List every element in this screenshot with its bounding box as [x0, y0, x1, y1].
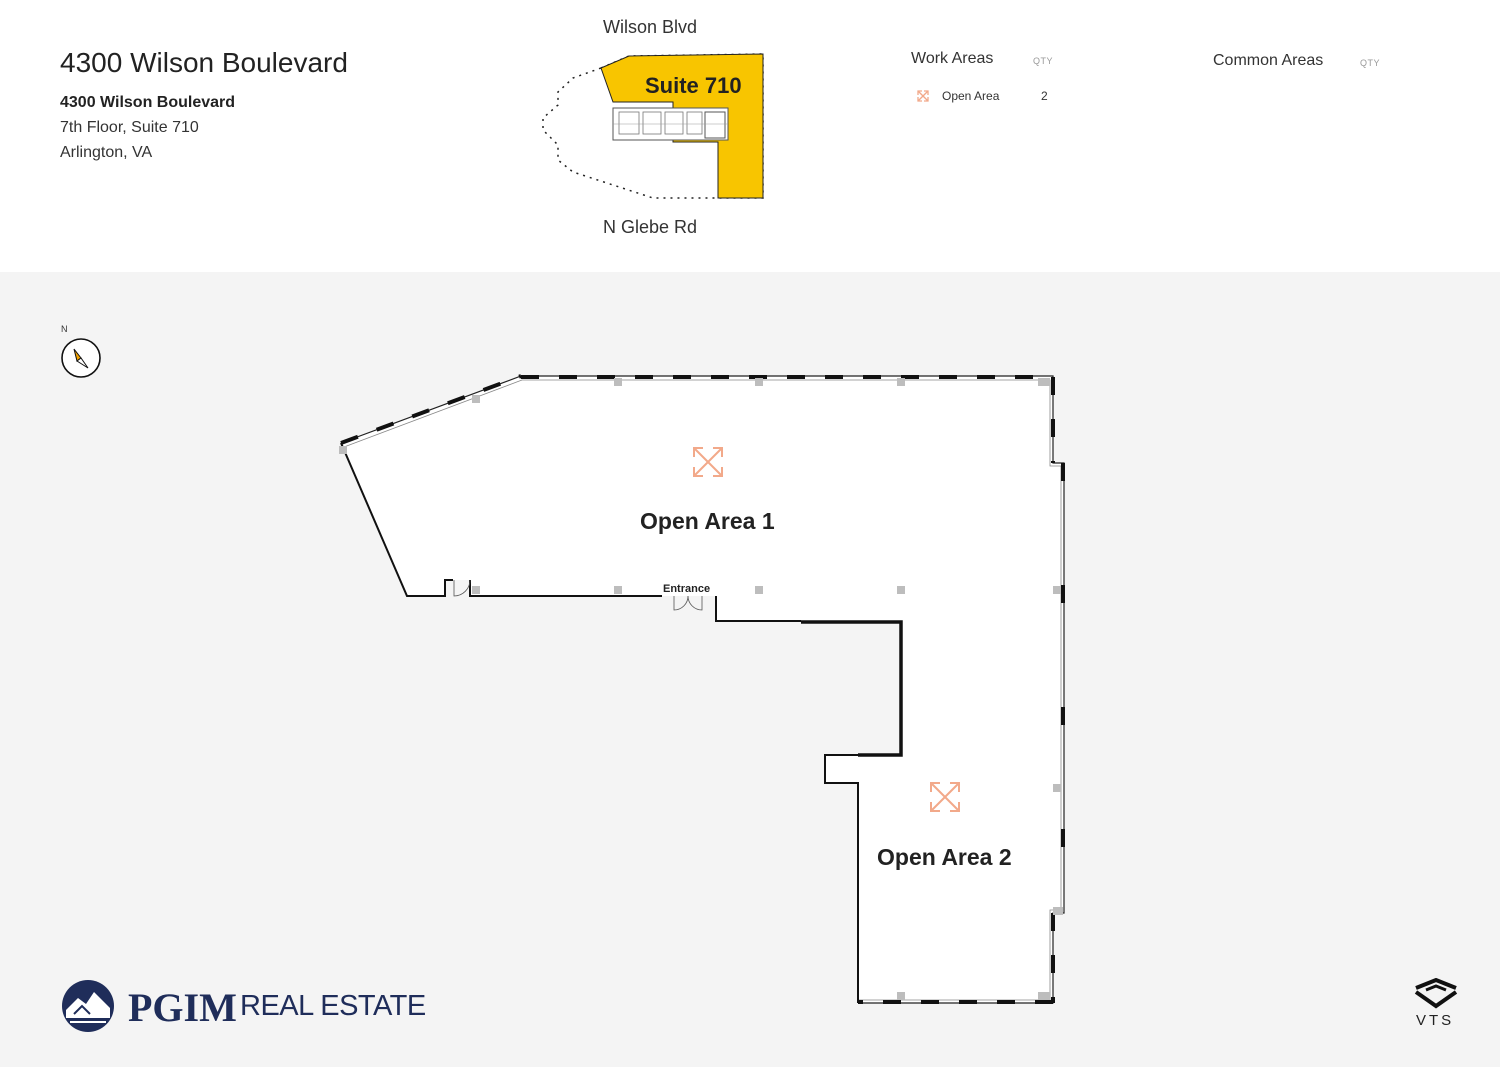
vts-logo-mark — [1414, 978, 1458, 1009]
key-plan-suite-label: Suite 710 — [645, 73, 742, 98]
street-label-south: N Glebe Rd — [603, 217, 698, 237]
vts-logo-wordmark: VTS — [1416, 1012, 1455, 1029]
address-line-3: Arlington, VA — [60, 144, 153, 161]
pgim-logo-suffix: REAL ESTATE — [240, 990, 426, 1022]
page-title: 4300 Wilson Boulevard — [60, 47, 348, 78]
room-label-open-area-2: Open Area 2 — [877, 844, 1012, 870]
expand-arrows-icon — [917, 90, 929, 102]
window-mullions — [340, 374, 1065, 1004]
interior-walls — [340, 442, 859, 1003]
common-areas-qty-label: QTY — [1360, 58, 1381, 68]
street-label-north: Wilson Blvd — [603, 17, 698, 37]
legend-item-open-area-qty: 2 — [1041, 89, 1048, 103]
structural-columns — [339, 378, 1063, 1000]
expand-arrows-icon — [693, 447, 723, 477]
entrance-label: Entrance — [663, 583, 711, 595]
floor-plan-floor — [341, 376, 1064, 1003]
work-areas-heading: Work Areas — [911, 50, 994, 67]
address-line-1: 4300 Wilson Boulevard — [60, 94, 236, 111]
expand-arrows-icon — [930, 782, 960, 812]
work-areas-qty-label: QTY — [1033, 56, 1054, 66]
demising-wall — [801, 620, 903, 757]
address-line-2: 7th Floor, Suite 710 — [60, 119, 199, 136]
compass-icon — [61, 338, 101, 378]
compass-north-label: N — [61, 324, 68, 334]
legend-item-open-area-label: Open Area — [942, 89, 1000, 103]
key-plan-map: Suite 710 — [542, 53, 764, 199]
pgim-logo-mark — [62, 980, 114, 1032]
common-areas-heading: Common Areas — [1213, 52, 1324, 69]
pgim-logo-wordmark: PGIM — [128, 985, 237, 1030]
room-label-open-area-1: Open Area 1 — [640, 508, 775, 534]
door-swing — [453, 579, 703, 611]
